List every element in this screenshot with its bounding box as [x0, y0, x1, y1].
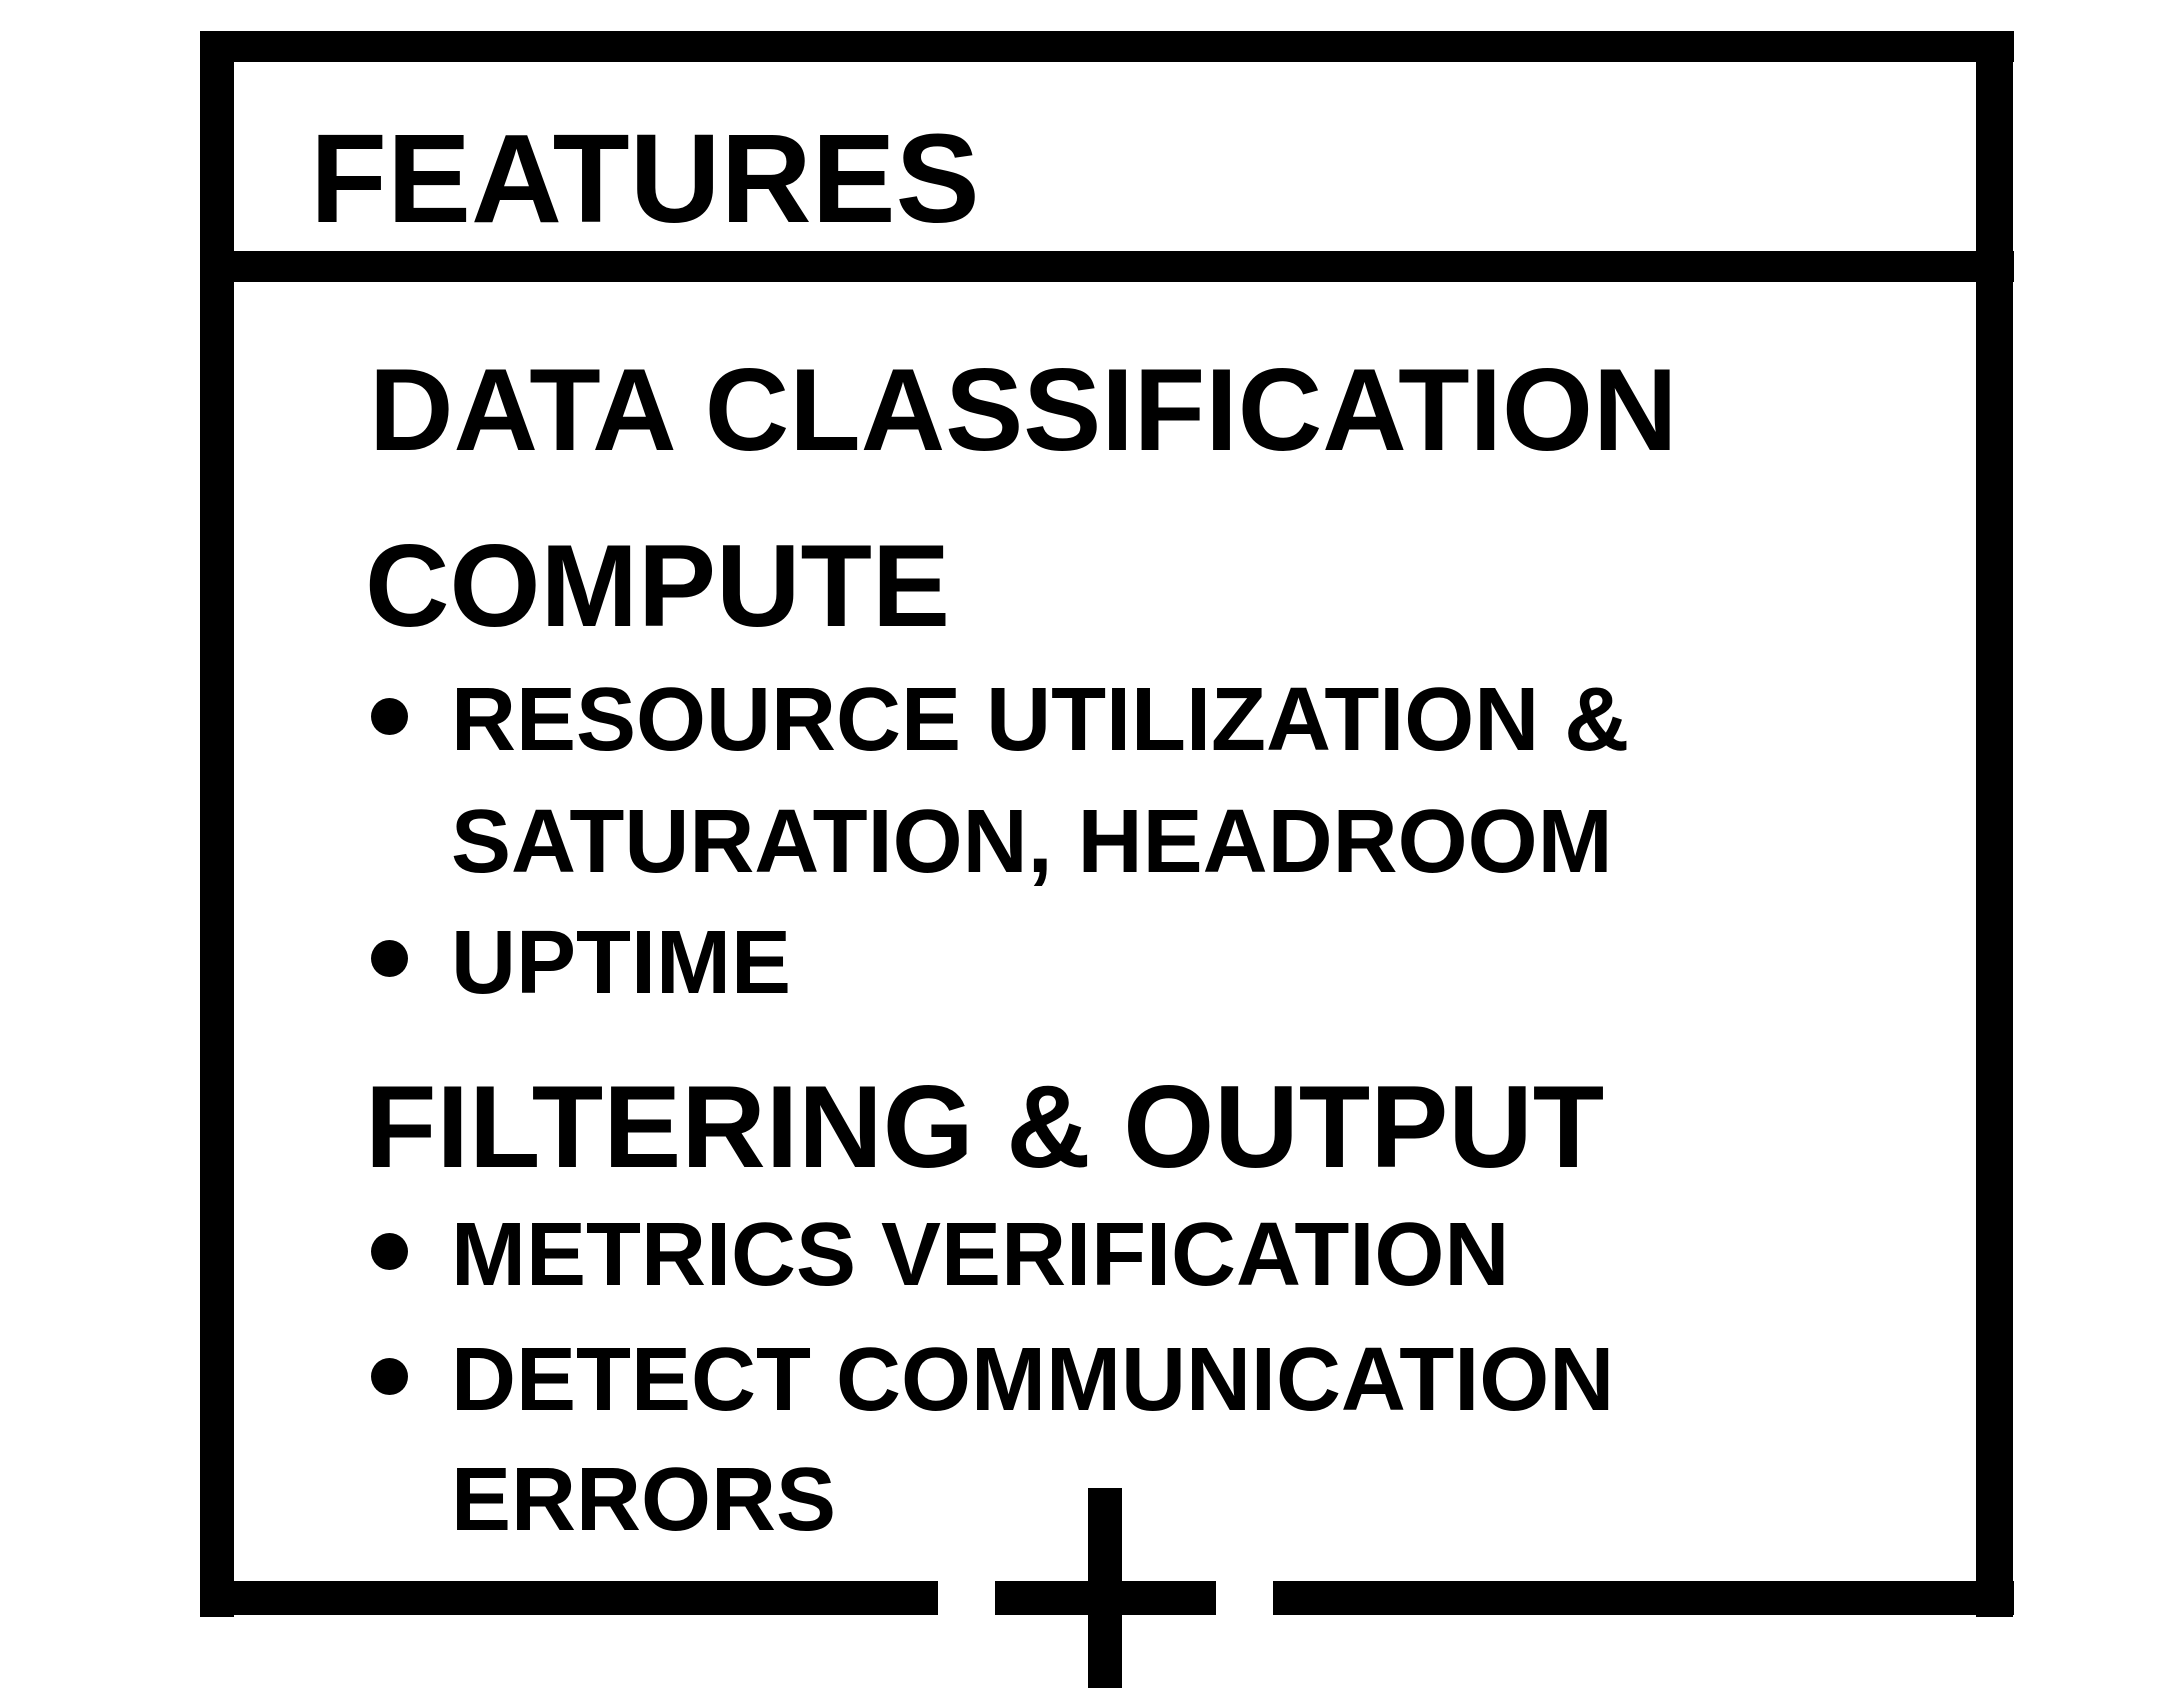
list-item-line: METRICS VERIFICATION: [451, 1205, 1510, 1305]
section-heading-filtering-output: FILTERING & OUTPUT: [365, 1061, 1605, 1192]
list-item-line: SATURATION, HEADROOM: [451, 792, 1613, 892]
section-heading-data-classification: DATA CLASSIFICATION: [369, 344, 1678, 475]
bullet-dot: [371, 1358, 408, 1395]
list-item-line: RESOURCE UTILIZATION &: [451, 670, 1630, 770]
frame-bottom-border-right: [1273, 1581, 2014, 1615]
section-heading-compute: COMPUTE: [365, 520, 950, 651]
list-item-line: UPTIME: [451, 913, 792, 1013]
plus-connector-vertical: [1088, 1488, 1122, 1688]
bullet-dot: [371, 698, 408, 735]
frame-top-border: [200, 31, 2014, 62]
bullet-dot: [371, 1233, 408, 1270]
diagram-title: FEATURES: [310, 108, 980, 249]
frame-bottom-border-left: [200, 1581, 938, 1615]
header-divider: [200, 251, 2014, 282]
frame-right-border: [1976, 31, 2013, 1617]
list-item-line: DETECT COMMUNICATION: [451, 1330, 1615, 1430]
bullet-dot: [371, 940, 408, 977]
frame-left-border: [200, 31, 234, 1617]
list-item-line: ERRORS: [451, 1450, 837, 1550]
